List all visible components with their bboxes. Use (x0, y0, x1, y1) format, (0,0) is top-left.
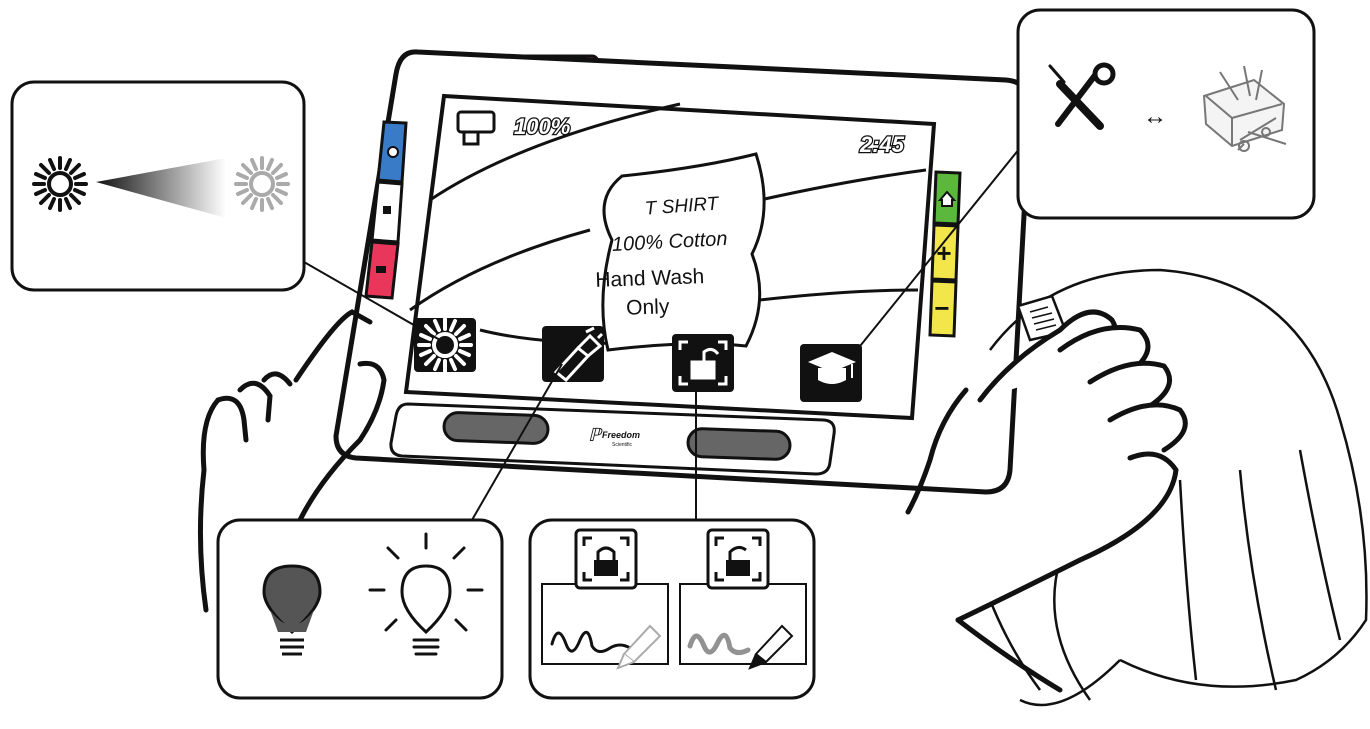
label-line-3: Hand Wash (595, 265, 705, 292)
connector-arrow: ↔ (1143, 103, 1167, 130)
battery-level: 100% (514, 114, 570, 139)
svg-text:Scientific: Scientific (612, 442, 633, 448)
contrast-icon (388, 147, 398, 157)
settings-callout: ↔ (1018, 10, 1314, 218)
svg-text:Freedom: Freedom (602, 430, 640, 440)
camera-icon (376, 266, 386, 273)
speaker-left (444, 412, 549, 444)
brightness-callout (12, 82, 304, 290)
light-button[interactable] (542, 326, 604, 382)
freeze-icon (383, 206, 391, 214)
locked-icon (576, 530, 636, 588)
focus-lock-button[interactable] (672, 334, 734, 392)
learn-button[interactable] (800, 344, 862, 402)
unlocked-icon (708, 530, 768, 588)
label-line-4: Only (626, 295, 670, 320)
light-callout (218, 520, 502, 698)
brightness-button[interactable] (414, 318, 476, 372)
clock: 2:45 (859, 132, 905, 157)
focus-lock-callout (530, 520, 814, 698)
zoom-out-symbol: − (934, 293, 949, 323)
speaker-right (688, 428, 791, 460)
device-screen: T SHIRT 100% Cotton Hand Wash Only 100% … (406, 96, 934, 418)
